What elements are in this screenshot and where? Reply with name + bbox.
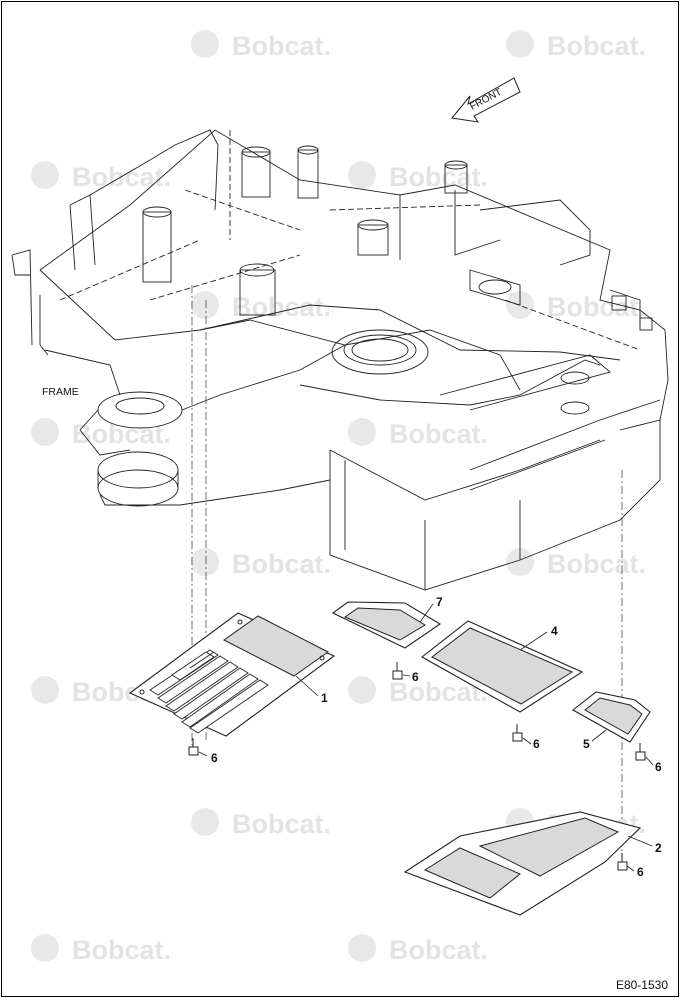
front-arrow: FRONT — [451, 77, 521, 123]
svg-text:Bobcat.: Bobcat. — [389, 162, 488, 192]
svg-text:Bobcat.: Bobcat. — [547, 31, 646, 61]
callout-2: 2 — [655, 841, 662, 855]
watermark: Bobcat. — [191, 808, 331, 839]
svg-text:Bobcat.: Bobcat. — [389, 935, 488, 965]
part-1-floor-plate[interactable] — [128, 612, 336, 737]
svg-text:Bobcat.: Bobcat. — [232, 292, 331, 322]
watermark: Bobcat. — [31, 934, 171, 965]
svg-text:Bobcat.: Bobcat. — [72, 419, 171, 449]
watermark: Bobcat. — [506, 548, 646, 579]
drawing-code: E80-1530 — [615, 978, 668, 992]
svg-text:Bobcat.: Bobcat. — [232, 549, 331, 579]
callout-6: 6 — [637, 865, 644, 879]
watermark: Bobcat. — [348, 934, 488, 965]
svg-text:Bobcat.: Bobcat. — [547, 292, 646, 322]
part-4-cover-panel[interactable] — [421, 620, 584, 713]
part-7-cover-plate[interactable] — [331, 601, 442, 649]
svg-text:Bobcat.: Bobcat. — [389, 419, 488, 449]
bolt — [392, 662, 403, 680]
watermark: Bobcat. — [506, 30, 646, 61]
watermark: Bobcat. — [348, 418, 488, 449]
callout-6: 6 — [412, 670, 419, 684]
watermark: Bobcat. — [191, 291, 331, 322]
watermark: Bobcat. — [191, 30, 331, 61]
callout-6: 6 — [533, 737, 540, 751]
svg-text:Bobcat.: Bobcat. — [232, 809, 331, 839]
callout-4: 4 — [551, 624, 558, 638]
svg-text:Bobcat.: Bobcat. — [547, 549, 646, 579]
svg-text:Bobcat.: Bobcat. — [72, 935, 171, 965]
frame-assembly — [11, 129, 669, 591]
svg-text:Bobcat.: Bobcat. — [232, 31, 331, 61]
bolt — [512, 724, 523, 742]
callout-5: 5 — [583, 737, 590, 751]
bolt — [188, 738, 199, 756]
callout-6: 6 — [655, 760, 662, 774]
alignment-lines — [191, 285, 623, 860]
part-2-floor-plate[interactable] — [403, 811, 642, 916]
callout-6: 6 — [211, 751, 218, 765]
callout-7: 7 — [436, 595, 443, 609]
watermark: Bobcat. — [31, 418, 171, 449]
bolt — [617, 853, 628, 871]
frame-label: FRAME — [42, 386, 79, 398]
callout-1: 1 — [321, 691, 328, 705]
bolt — [635, 743, 646, 761]
watermark: Bobcat. — [348, 161, 488, 192]
bolts-part-6 — [188, 662, 646, 871]
watermark: Bobcat. — [191, 548, 331, 579]
part-5-cover-plate[interactable] — [572, 691, 651, 743]
leader-lines — [198, 603, 654, 872]
